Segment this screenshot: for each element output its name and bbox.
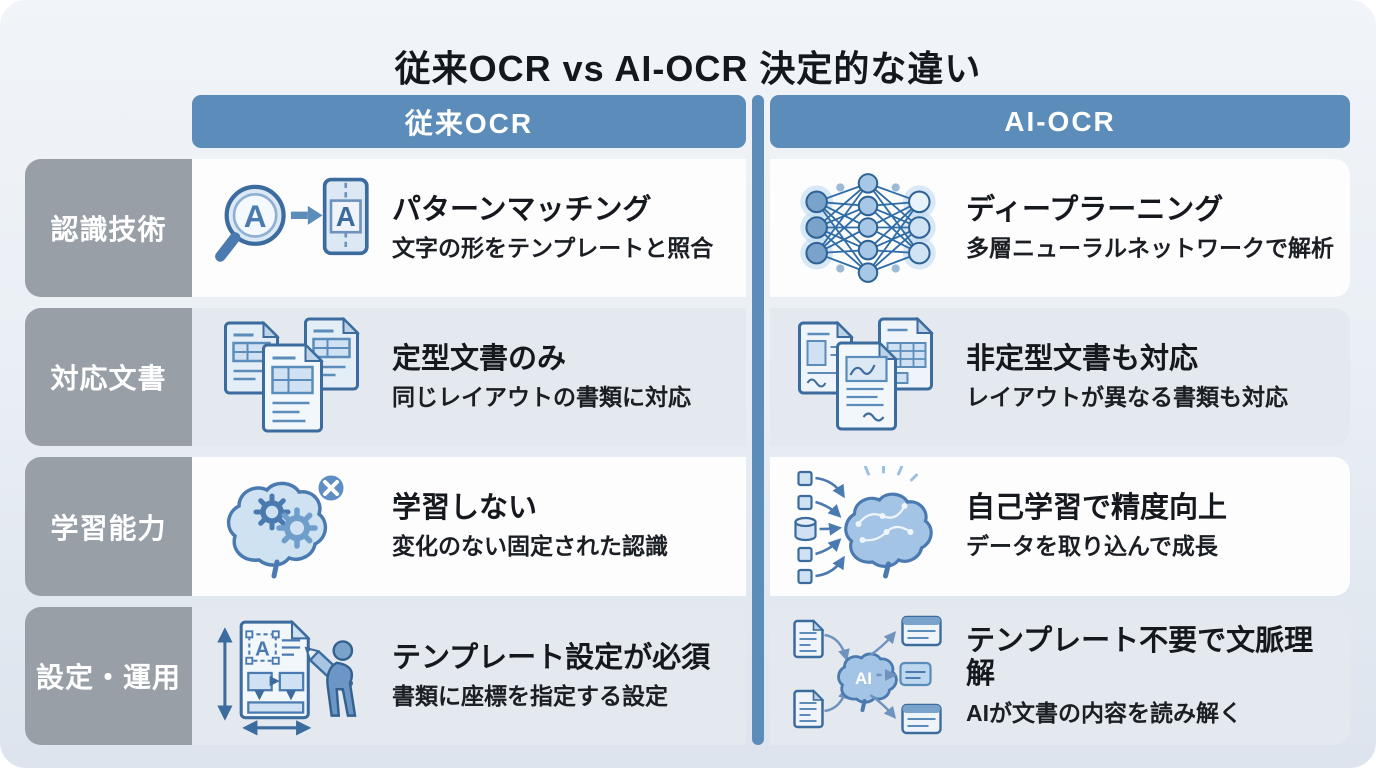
cell-learning-ai: 自己学習で精度向上 データを取り込んで成長: [770, 457, 1350, 596]
cell-setup-ai: AI: [770, 607, 1350, 745]
column-header-label: 従来OCR: [404, 107, 534, 139]
cell-documents-traditional: 定型文書のみ 同じレイアウトの書類に対応: [192, 308, 746, 446]
cell-heading: パターンマッチング: [392, 193, 652, 226]
column-divider: [752, 95, 764, 745]
comparison-table: 従来OCR AI-OCR 認識技術 A: [25, 95, 1350, 745]
row-label-setup-operation: 設定・運用: [25, 607, 192, 745]
cell-recognition-ai: ディープラーニング 多層ニューラルネットワークで解析: [770, 159, 1350, 297]
svg-text:A: A: [255, 639, 270, 661]
brain-data-intake-icon: [770, 465, 966, 588]
brain-gears-x-icon: [192, 466, 392, 588]
cell-subtext: 同じレイアウトの書類に対応: [392, 383, 691, 410]
cell-heading: 非定型文書も対応: [966, 342, 1199, 375]
neural-network-icon: [770, 169, 966, 287]
column-header-label: AI-OCR: [1004, 105, 1116, 137]
column-header-traditional-ocr: 従来OCR: [192, 95, 746, 148]
row-label-supported-documents: 対応文書: [25, 308, 192, 446]
cell-heading: 定型文書のみ: [392, 342, 567, 375]
svg-text:AI: AI: [855, 669, 872, 688]
cell-subtext: レイアウトが異なる書類も対応: [966, 383, 1288, 410]
svg-text:A: A: [244, 198, 267, 234]
cell-heading: テンプレート不要で文脈理解: [966, 624, 1314, 691]
cell-recognition-traditional: A A パターンマッチング 文字の形をテンプレートと照合: [192, 159, 746, 297]
cell-subtext: AIが文書の内容を読み解く: [966, 699, 1242, 726]
page-title: 従来OCR vs AI-OCR 決定的な違い: [394, 48, 982, 90]
cell-heading: ディープラーニング: [966, 193, 1224, 226]
magnifier-template-icon: A A: [192, 169, 392, 287]
cell-subtext: 書類に座標を指定する設定: [392, 682, 668, 709]
cell-subtext: 文字の形をテンプレートと照合: [392, 234, 714, 261]
column-header-ai-ocr: AI-OCR: [770, 95, 1350, 148]
cell-heading: 自己学習で精度向上: [966, 492, 1228, 525]
ai-context-flow-icon: AI: [770, 615, 966, 737]
cell-heading: テンプレート設定が必須: [392, 641, 711, 674]
cell-heading: 学習しない: [392, 492, 538, 525]
cell-subtext: 変化のない固定された認識: [392, 533, 668, 560]
svg-text:A: A: [336, 201, 356, 232]
stacked-forms-icon: [192, 317, 392, 437]
template-setup-icon: A: [192, 614, 392, 738]
cell-subtext: 多層ニューラルネットワークで解析: [966, 234, 1334, 261]
cell-documents-ai: 非定型文書も対応 レイアウトが異なる書類も対応: [770, 308, 1350, 446]
cell-subtext: データを取り込んで成長: [966, 533, 1218, 560]
cell-setup-traditional: A: [192, 607, 746, 745]
varied-documents-icon: [770, 317, 966, 437]
row-label-learning-ability: 学習能力: [25, 457, 192, 596]
cell-learning-traditional: 学習しない 変化のない固定された認識: [192, 457, 746, 596]
row-label-recognition-tech: 認識技術: [25, 159, 192, 297]
